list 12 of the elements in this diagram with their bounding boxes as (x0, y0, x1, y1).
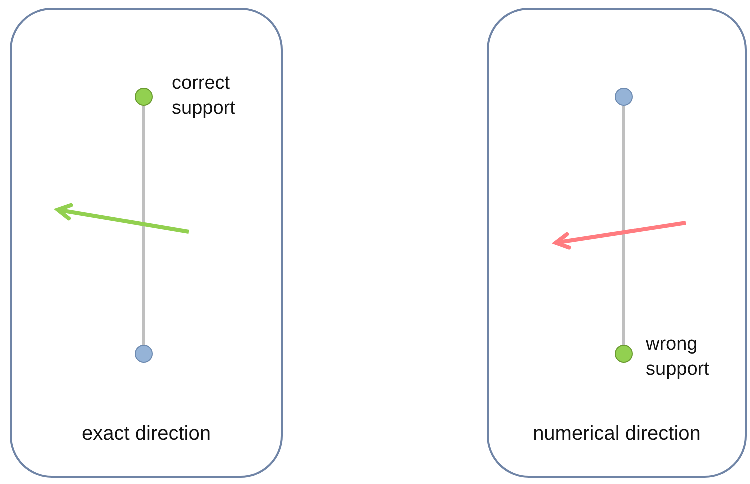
panel (487, 8, 747, 478)
node-dot (135, 345, 153, 363)
support-label: correct support (172, 72, 236, 121)
panel (10, 8, 283, 478)
panel-caption: exact direction (81, 423, 212, 446)
support-label: wrong support (646, 333, 710, 382)
node-dot (615, 345, 633, 363)
node-dot (135, 88, 153, 106)
support-line (622, 106, 626, 345)
panel-caption: numerical direction (532, 423, 702, 446)
support-line (142, 106, 146, 345)
node-dot (615, 88, 633, 106)
